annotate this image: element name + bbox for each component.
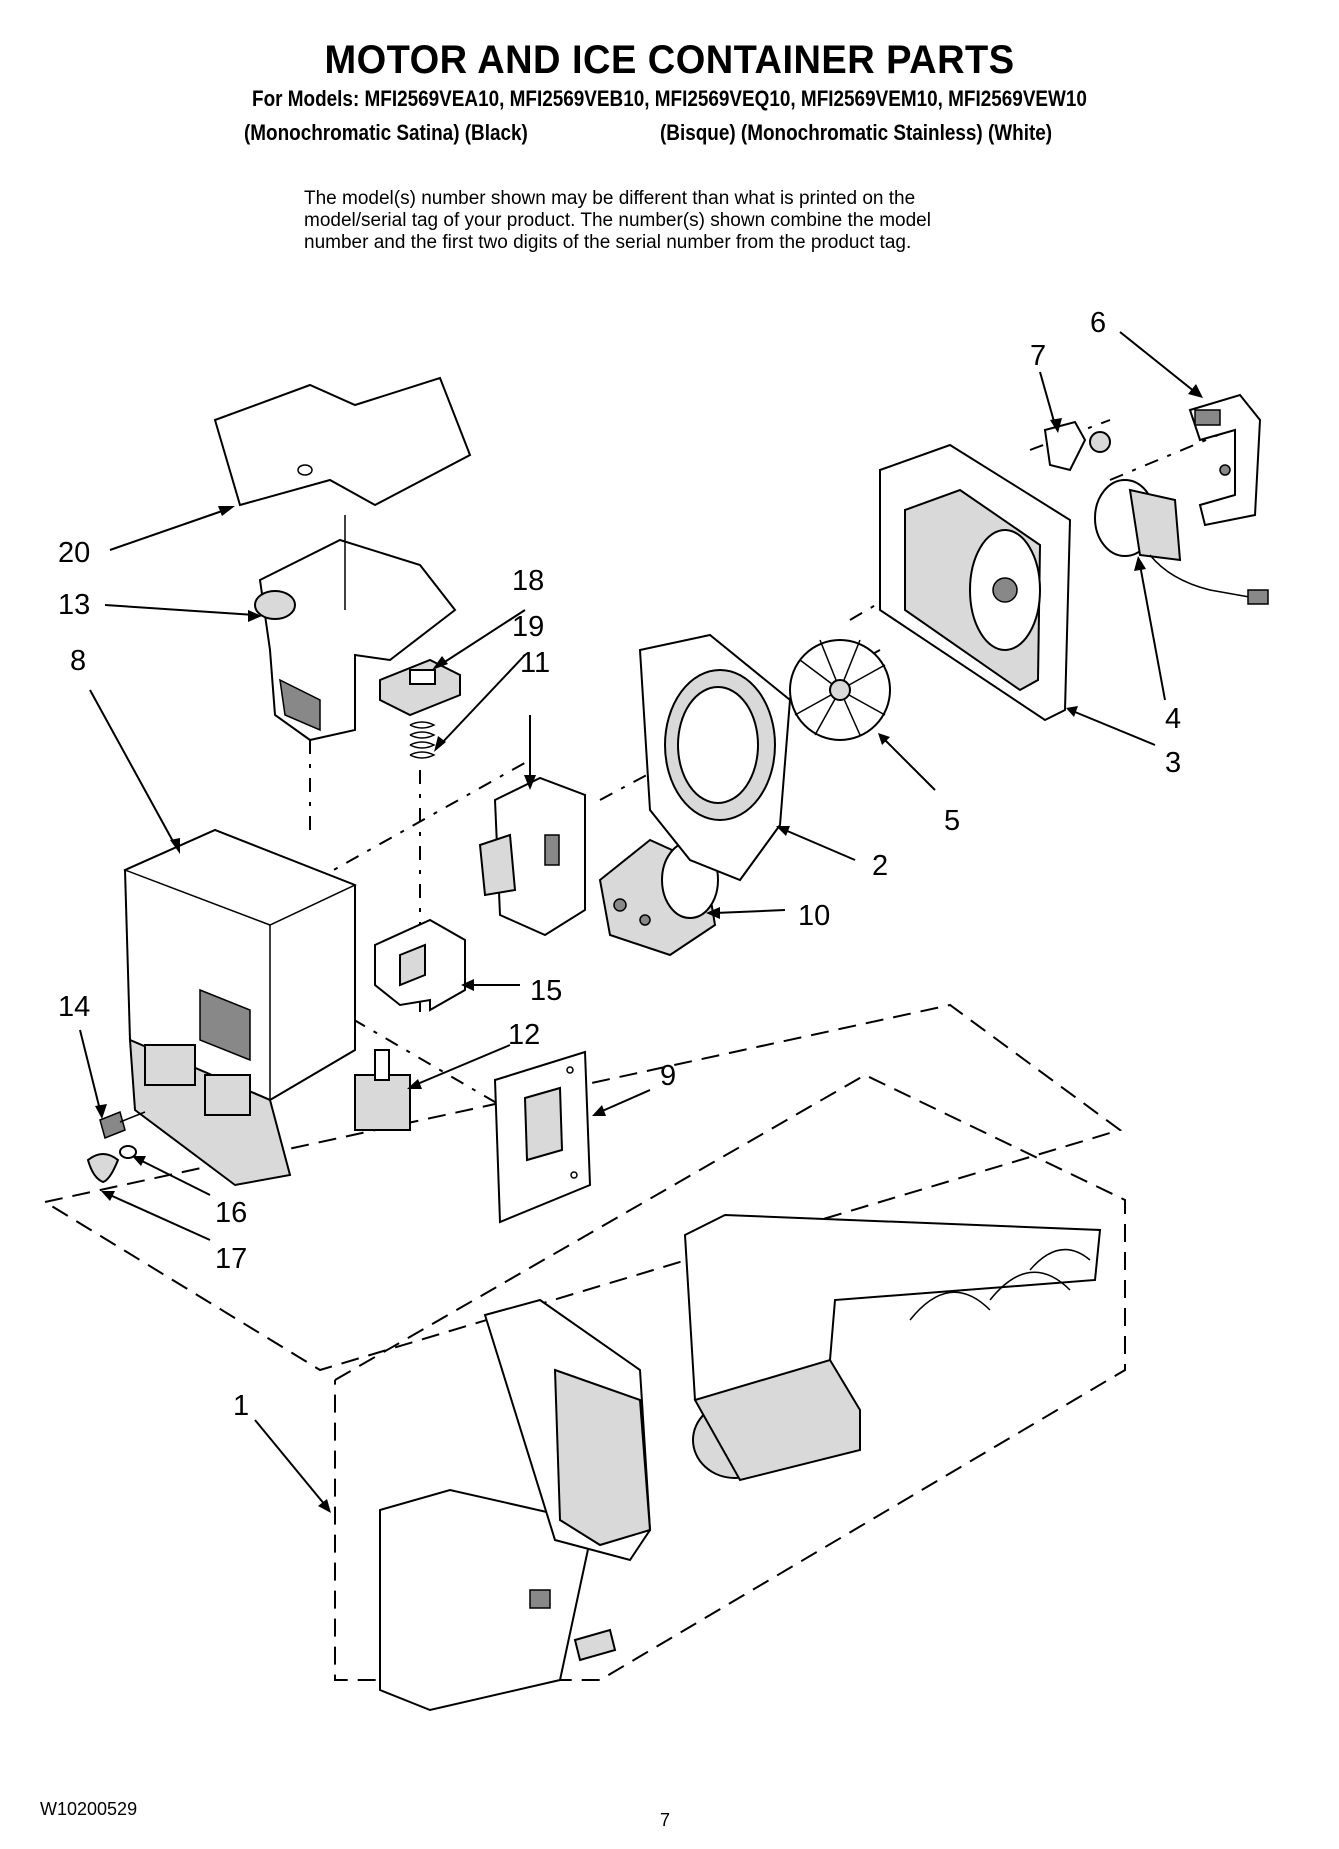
page-title: MOTOR AND ICE CONTAINER PARTS xyxy=(324,38,1015,82)
callout-17: 17 xyxy=(215,1243,247,1275)
page-number: 7 xyxy=(660,1810,671,1830)
part-4-fan-motor xyxy=(1094,479,1269,605)
callout-16: 16 xyxy=(215,1197,247,1229)
part-14-screw xyxy=(99,1110,146,1140)
part-2-fan-shroud xyxy=(638,633,792,882)
part-15-solenoid-bracket xyxy=(374,918,466,1012)
callout-13: 13 xyxy=(58,589,90,621)
note-line-3: number and the first two digits of the s… xyxy=(304,232,912,253)
model-number-note: The model(s) number shown may be differe… xyxy=(304,188,1084,254)
part-5-fan-blade xyxy=(789,639,891,741)
callout-10: 10 xyxy=(798,900,830,932)
models-line: For Models: MFI2569VEA10, MFI2569VEB10, … xyxy=(252,86,1087,111)
part-7-clip xyxy=(1043,420,1111,472)
callout-8: 8 xyxy=(70,645,86,677)
model-colors-right: (Bisque) (Monochromatic Stainless) (Whit… xyxy=(660,120,1053,145)
part-20-insulation-sheet xyxy=(213,376,472,507)
callout-5: 5 xyxy=(944,805,960,837)
part-1-ice-container xyxy=(379,1213,1102,1712)
part-17-wing-nut xyxy=(86,1153,120,1184)
callout-18: 18 xyxy=(512,565,544,597)
part-3-fan-housing xyxy=(879,443,1072,722)
part-8-ice-housing xyxy=(123,828,357,1187)
part-18-cap xyxy=(379,658,461,717)
callout-19: 19 xyxy=(512,611,544,643)
part-6-motor-bracket xyxy=(1188,393,1262,527)
callout-9: 9 xyxy=(660,1060,676,1092)
part-16-washer xyxy=(119,1145,137,1159)
callout-leaders xyxy=(79,331,1203,1513)
callout-3: 3 xyxy=(1165,747,1181,779)
part-12-solenoid xyxy=(354,1049,411,1131)
assembly-boundary-inner xyxy=(334,1073,1126,1681)
part-19-spring xyxy=(409,721,436,759)
callout-7: 7 xyxy=(1030,340,1046,372)
callout-20: 20 xyxy=(58,537,90,569)
model-colors-left: (Monochromatic Satina) (Black) xyxy=(244,120,528,145)
part-9-cover-plate xyxy=(493,1050,592,1224)
callout-14: 14 xyxy=(58,991,90,1023)
document-code: W10200529 xyxy=(40,1799,138,1819)
callout-11: 11 xyxy=(520,647,550,679)
part-11-switch-housing xyxy=(478,776,586,937)
callout-2: 2 xyxy=(872,850,888,882)
callout-12: 12 xyxy=(508,1019,540,1051)
callout-1: 1 xyxy=(233,1390,249,1422)
note-line-2: model/serial tag of your product. The nu… xyxy=(304,210,931,231)
note-line-1: The model(s) number shown may be differe… xyxy=(304,188,916,209)
callout-6: 6 xyxy=(1090,307,1106,339)
part-13-chute-housing xyxy=(254,515,457,742)
callout-4: 4 xyxy=(1165,703,1181,735)
callout-15: 15 xyxy=(530,975,562,1007)
assembly-boundary-outer xyxy=(44,1003,1123,1372)
